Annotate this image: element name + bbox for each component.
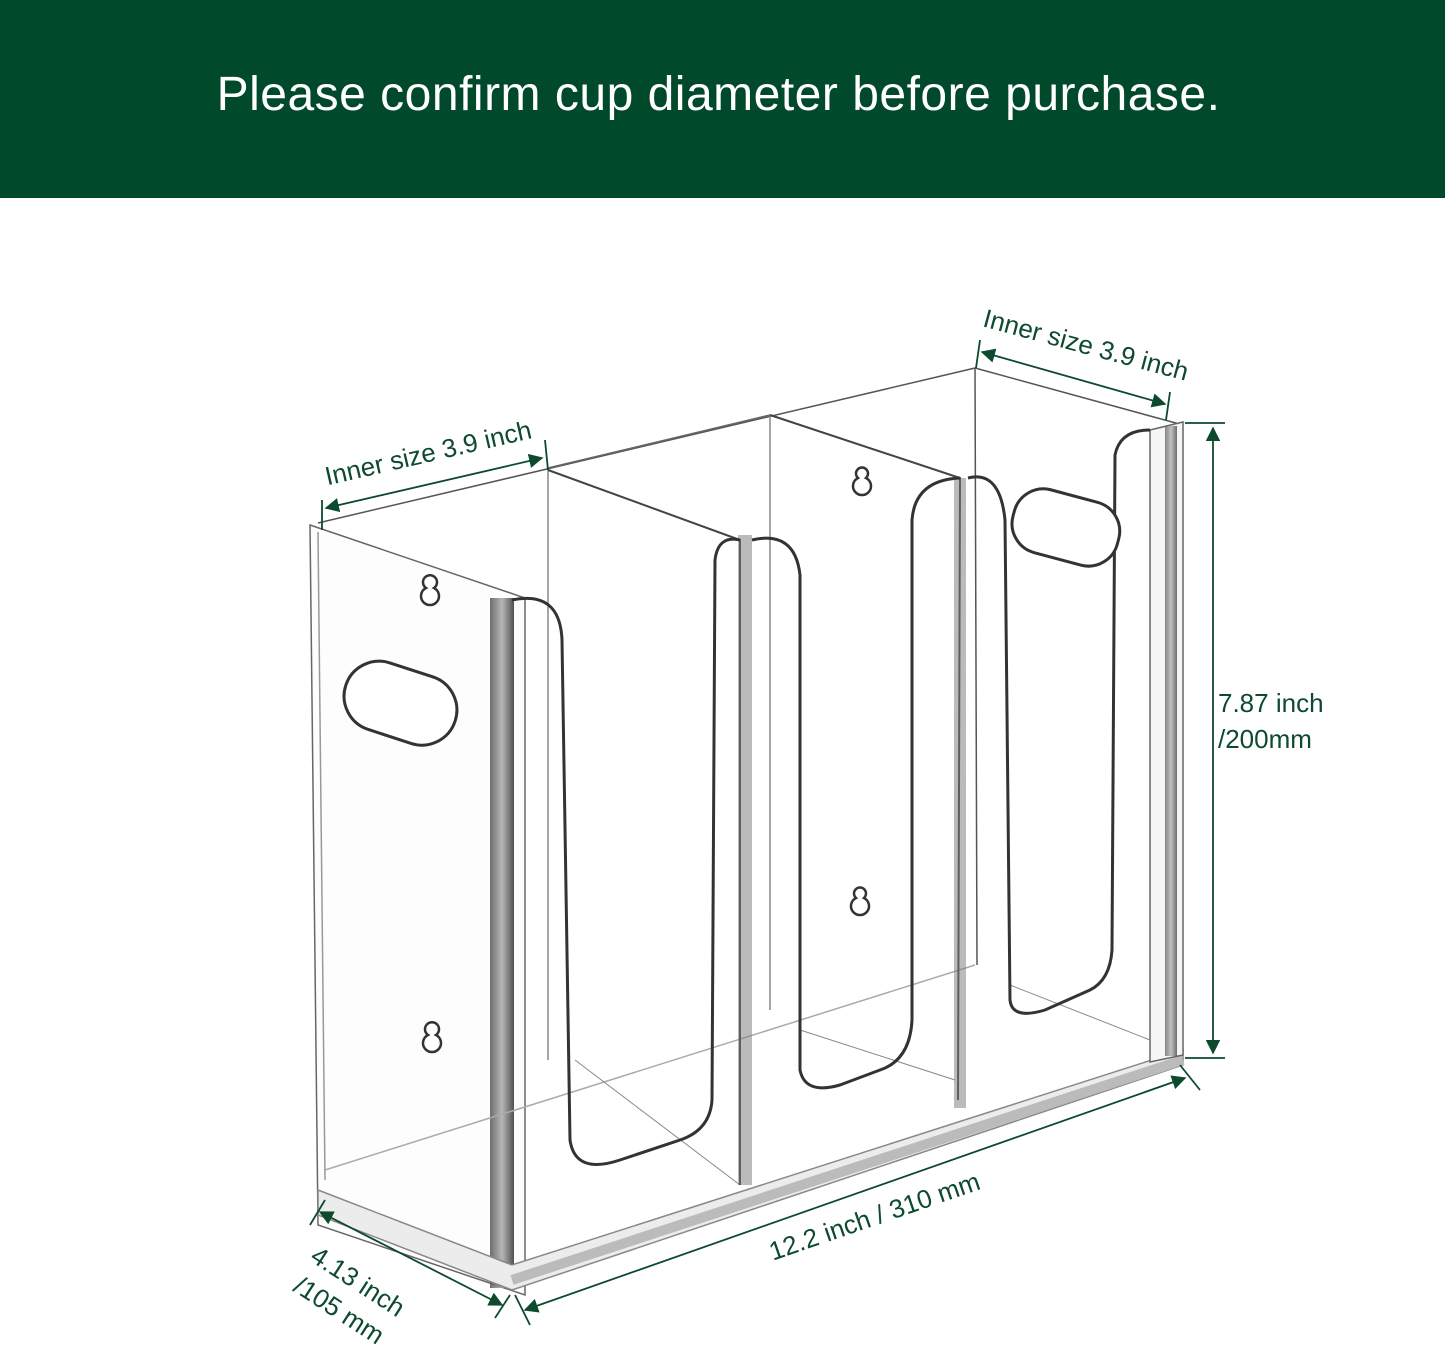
banner-notice-text: Please confirm cup diameter before purch… [216, 67, 1221, 121]
header-banner: Please confirm cup diameter before purch… [0, 0, 1445, 198]
height-label-line2: /200mm [1218, 724, 1312, 754]
acrylic-box [309, 367, 1185, 1297]
left-handle-cutout [342, 659, 459, 747]
right-handle-cutout [1010, 487, 1122, 568]
product-dimension-illustration [309, 339, 1225, 1326]
dimension-lines [309, 339, 1225, 1326]
height-label-line1: 7.87 inch [1218, 688, 1324, 718]
